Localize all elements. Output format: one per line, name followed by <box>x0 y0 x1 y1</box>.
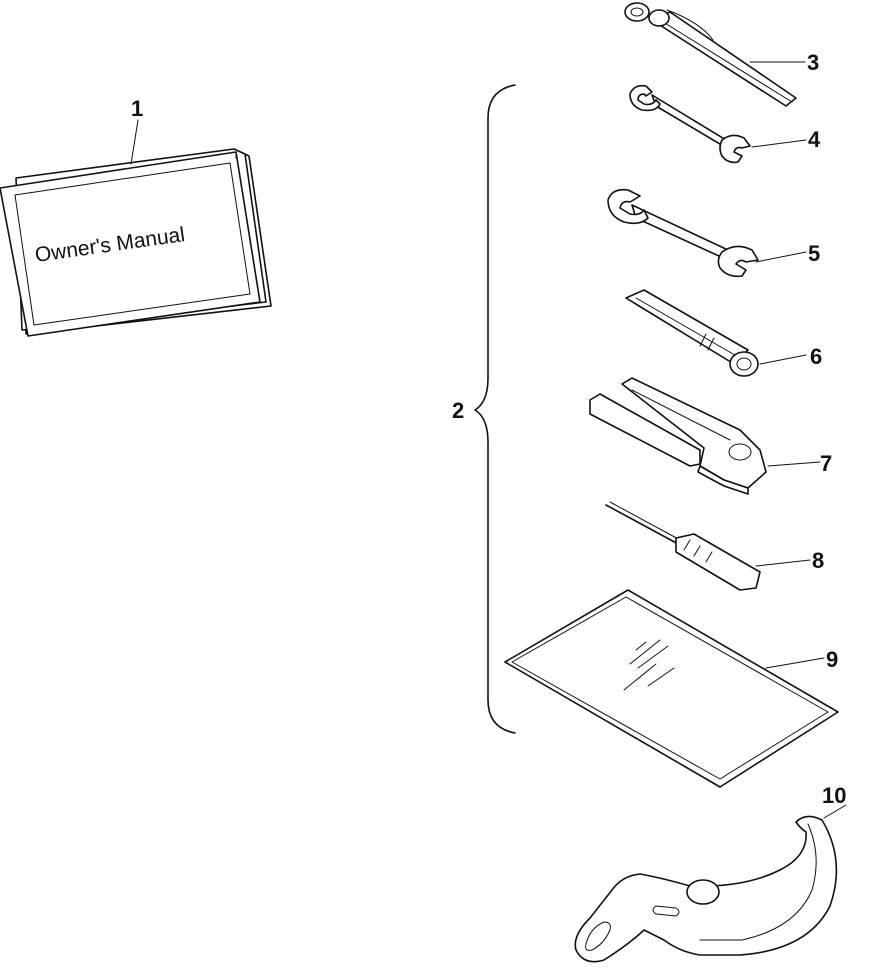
callout-9: 9 <box>826 647 838 672</box>
leader-line-6 <box>759 354 807 365</box>
leader-line-5 <box>755 251 807 263</box>
callout-2: 2 <box>452 398 464 423</box>
callout-3: 3 <box>807 50 819 75</box>
leader-line-9 <box>765 657 825 669</box>
open-end-wrench-large-icon <box>607 188 759 278</box>
callout-6: 6 <box>810 344 822 369</box>
leader-line-10 <box>823 804 847 819</box>
open-end-wrench-small-icon <box>629 84 751 164</box>
leader-line-1 <box>130 119 139 165</box>
spark-plug-wrench-icon <box>624 2 797 107</box>
socket-wrench-icon <box>625 289 759 377</box>
tool-kit-bracket-icon <box>474 84 516 734</box>
callout-5: 5 <box>808 241 820 266</box>
callout-1: 1 <box>131 96 143 121</box>
spanner-hook-wrench-icon <box>574 815 838 963</box>
callout-7: 7 <box>820 451 832 476</box>
callout-8: 8 <box>812 548 824 573</box>
tool-pouch-icon <box>504 589 839 788</box>
leader-line-8 <box>755 559 811 567</box>
leader-line-4 <box>751 139 807 148</box>
leader-line-7 <box>767 461 821 467</box>
screwdriver-icon <box>605 501 761 591</box>
callout-10: 10 <box>822 783 846 808</box>
callout-4: 4 <box>808 127 821 152</box>
owners-manual-icon: Owner's Manual <box>0 148 272 337</box>
tool-holder-icon <box>589 377 767 495</box>
